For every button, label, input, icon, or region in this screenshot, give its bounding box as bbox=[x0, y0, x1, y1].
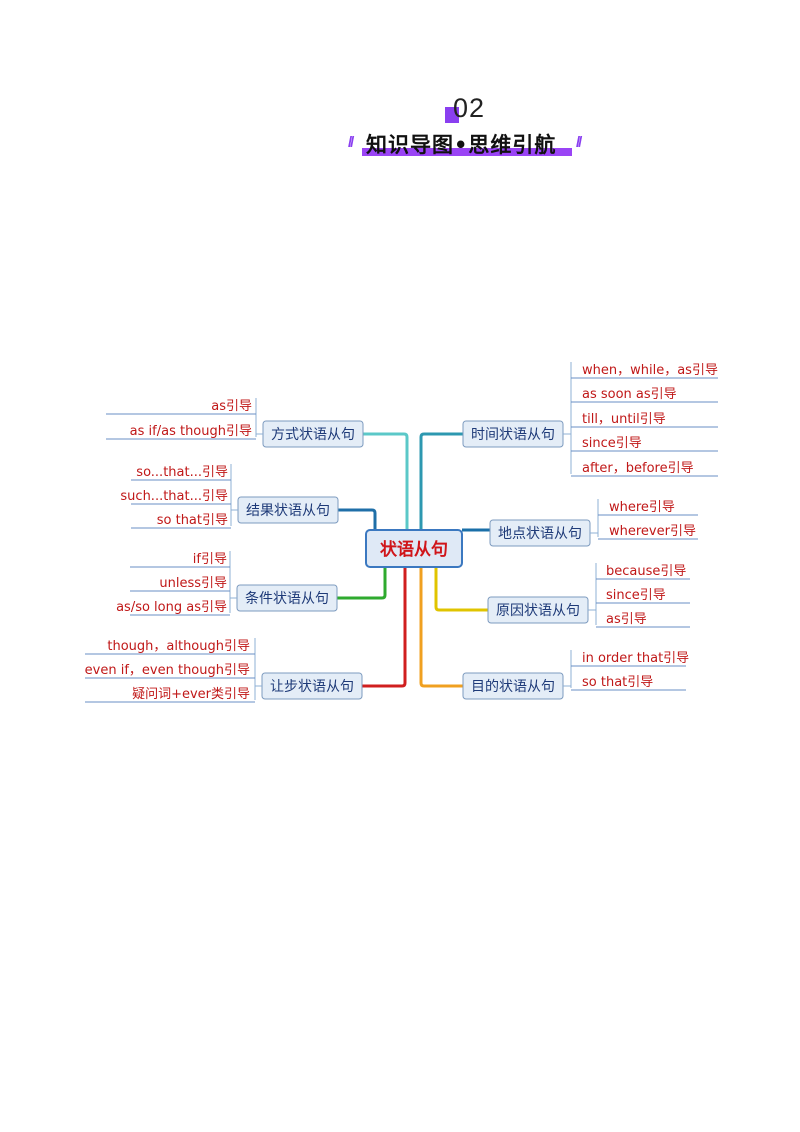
leaf-bracket bbox=[590, 499, 599, 537]
section-title: // 知识导图•思维引航 // bbox=[348, 126, 588, 162]
leaf-bracket bbox=[563, 362, 572, 474]
branch-label: 结果状语从句 bbox=[246, 503, 330, 519]
branch-label: 时间状语从句 bbox=[471, 427, 555, 443]
branch-label: 方式状语从句 bbox=[271, 427, 355, 443]
leaf-item: because引导 bbox=[606, 564, 686, 579]
connector-7 bbox=[434, 565, 488, 612]
leaf-item: when，while，as引导 bbox=[582, 363, 718, 378]
title-highlight-bar bbox=[362, 148, 572, 156]
slash-decoration-left: // bbox=[348, 134, 355, 151]
leaf-item: as引导 bbox=[211, 399, 252, 414]
section-number: 02 bbox=[445, 93, 495, 123]
branch-label: 条件状语从句 bbox=[245, 590, 329, 607]
leaf-item: in order that引导 bbox=[582, 651, 689, 666]
connector-4 bbox=[362, 565, 407, 688]
leaf-item: so that引导 bbox=[157, 513, 228, 528]
leaf-item: even if，even though引导 bbox=[85, 663, 250, 678]
leaf-item: where引导 bbox=[609, 500, 675, 515]
connector-3 bbox=[337, 565, 387, 600]
connector-1 bbox=[363, 432, 409, 532]
leaf-item: so that引导 bbox=[582, 675, 653, 690]
leaf-item: if引导 bbox=[193, 552, 227, 567]
leaf-item: as引导 bbox=[606, 612, 647, 627]
leaf-item: so...that...引导 bbox=[136, 465, 228, 480]
leaf-bracket bbox=[229, 551, 237, 613]
branch-label: 地点状语从句 bbox=[498, 526, 582, 542]
leaf-item: since引导 bbox=[582, 436, 642, 451]
section-title-text: 知识导图•思维引航 bbox=[366, 133, 557, 157]
section-number-text: 02 bbox=[453, 93, 486, 123]
center-node-label: 状语从句 bbox=[380, 539, 448, 560]
leaf-bracket bbox=[563, 650, 572, 688]
leaf-bracket bbox=[588, 563, 597, 625]
leaf-item: as soon as引导 bbox=[582, 387, 677, 402]
slash-decoration-right: // bbox=[576, 134, 583, 151]
leaf-bracket bbox=[254, 638, 262, 700]
center-node bbox=[365, 529, 463, 568]
leaf-item: as if/as though引导 bbox=[130, 424, 252, 439]
leaf-item: since引导 bbox=[606, 588, 666, 603]
branch-label: 让步状语从句 bbox=[270, 679, 354, 695]
leaf-item: unless引导 bbox=[159, 576, 227, 591]
leaf-item: wherever引导 bbox=[609, 524, 696, 539]
leaf-item: such...that...引导 bbox=[120, 489, 228, 504]
leaf-bracket bbox=[230, 464, 238, 526]
leaf-item: after，before引导 bbox=[582, 461, 694, 476]
connector-5 bbox=[419, 432, 463, 532]
leaf-item: till，until引导 bbox=[582, 412, 666, 427]
branch-label: 目的状语从句 bbox=[471, 679, 555, 695]
leaf-item: as/so long as引导 bbox=[116, 600, 227, 615]
leaf-item: 疑问词+ever类引导 bbox=[132, 686, 250, 702]
leaf-bracket bbox=[255, 398, 263, 437]
connector-8 bbox=[419, 565, 463, 688]
leaf-item: though，although引导 bbox=[107, 639, 250, 654]
number-accent-bar bbox=[445, 107, 459, 123]
branch-label: 原因状语从句 bbox=[496, 603, 580, 619]
connector-2 bbox=[338, 508, 377, 532]
